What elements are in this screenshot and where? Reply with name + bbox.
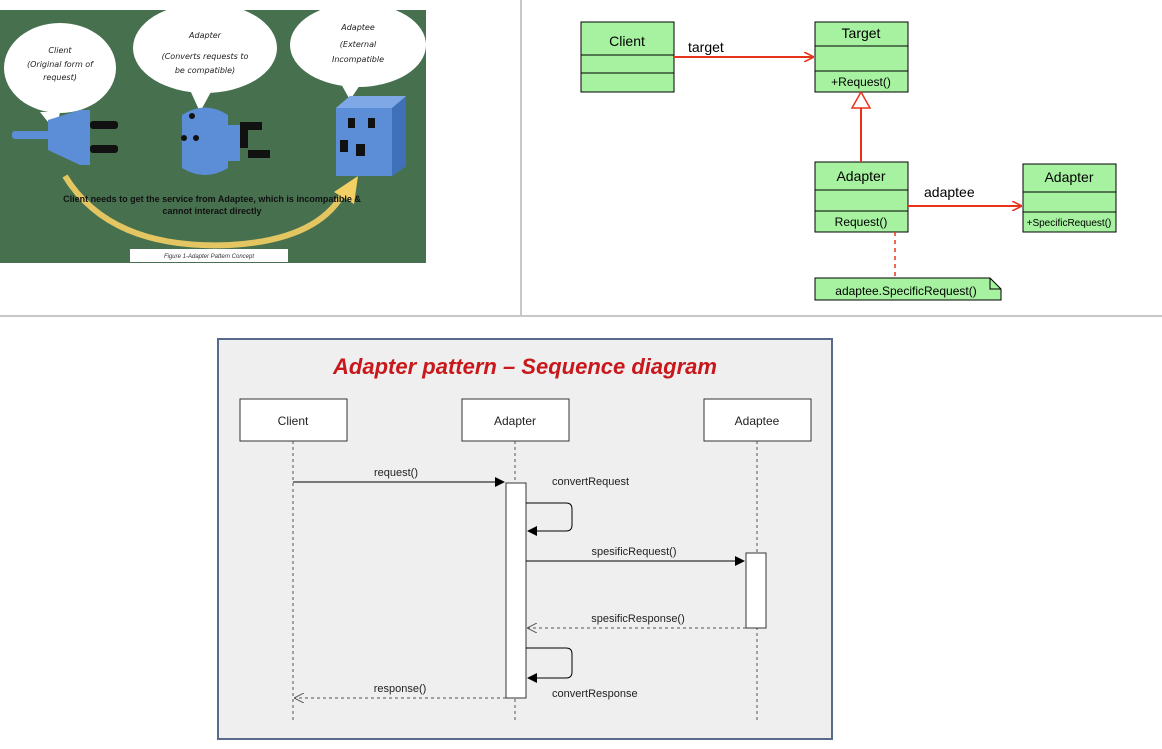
adapter-icon — [181, 107, 270, 175]
convert-response-loop — [526, 647, 573, 683]
adapter-class-box: Adapter Request() — [814, 161, 909, 233]
target-class-name: Target — [842, 25, 881, 41]
adapter-activation — [505, 482, 527, 699]
participant-adapter — [461, 398, 570, 442]
vertical-divider — [520, 0, 522, 316]
convert-request-label: convertRequest — [552, 476, 629, 488]
sequence-title: Adapter pattern – Sequence diagram — [332, 354, 717, 379]
response-label: response() — [374, 683, 427, 695]
plug-icon — [12, 110, 118, 165]
adapter-operation: Request() — [835, 215, 888, 229]
specific-response-label: spesificResponse() — [591, 613, 685, 625]
client-to-adaptee-arrow — [62, 174, 348, 249]
concept-caption-line1: Client needs to get the service from Ada… — [63, 194, 361, 204]
concept-panel: Client (Original form of request) Adapte… — [0, 3, 426, 263]
arrow-head — [334, 176, 358, 204]
bubble-adaptee-line1: Adaptee — [340, 23, 375, 32]
participant-adapter-label: Adapter — [494, 414, 536, 428]
bubble-adaptee-line3: Incompatible — [332, 55, 384, 64]
target-association-label: target — [688, 39, 724, 55]
participant-adaptee-label: Adaptee — [735, 414, 780, 428]
adapter-speech-bubble: Adapter (Converts requests to be compati… — [133, 3, 277, 112]
figure-label-box — [130, 249, 288, 262]
participant-client-label: Client — [278, 414, 309, 428]
note-box: adaptee.SpecificRequest() — [814, 277, 1002, 301]
adaptee-activation — [745, 552, 767, 629]
request-label: request() — [374, 467, 418, 479]
convert-request-loop — [526, 502, 573, 536]
class-diagram: Client Target +Request() Adapter Request… — [580, 21, 1117, 301]
adaptee-class-name: Adapter — [1044, 169, 1093, 185]
bubble-adapter-line2: (Converts requests to — [162, 52, 249, 61]
participant-adaptee — [703, 398, 812, 442]
adaptee-speech-bubble: Adaptee (External Incompatible — [290, 3, 426, 100]
target-class-box: Target +Request() — [814, 21, 909, 93]
convert-response-label: convertResponse — [552, 688, 638, 700]
target-operation: +Request() — [831, 75, 891, 89]
client-class-box: Client — [580, 21, 675, 93]
sequence-diagram: Adapter pattern – Sequence diagram Clien… — [217, 338, 833, 740]
note-text: adaptee.SpecificRequest() — [835, 284, 976, 298]
bubble-client-line2: (Original form of — [27, 60, 94, 69]
adaptee-association-label: adaptee — [924, 184, 975, 200]
adapter-class-name: Adapter — [836, 168, 885, 184]
adaptee-class-box: Adapter +SpecificRequest() — [1022, 163, 1117, 233]
participant-client — [239, 398, 348, 442]
bubble-client-line3: request) — [43, 73, 77, 82]
bubble-adapter-line1: Adapter — [188, 31, 222, 40]
bubble-adaptee-line2: (External — [340, 40, 377, 49]
bubble-client-line1: Client — [48, 46, 72, 55]
specific-request-label: spesificRequest() — [592, 546, 677, 558]
generalization-triangle — [850, 90, 872, 109]
socket-icon — [336, 96, 406, 176]
figure-label: Figure 1-Adapter Pattern Concept — [164, 254, 254, 260]
horizontal-divider — [0, 315, 1162, 317]
bubble-adapter-line3: be compatible) — [175, 66, 235, 75]
client-speech-bubble: Client (Original form of request) — [4, 23, 116, 132]
client-class-name: Client — [609, 33, 645, 49]
adaptee-operation: +SpecificRequest() — [1027, 218, 1112, 229]
concept-caption-line2: cannot interact directly — [162, 206, 261, 216]
